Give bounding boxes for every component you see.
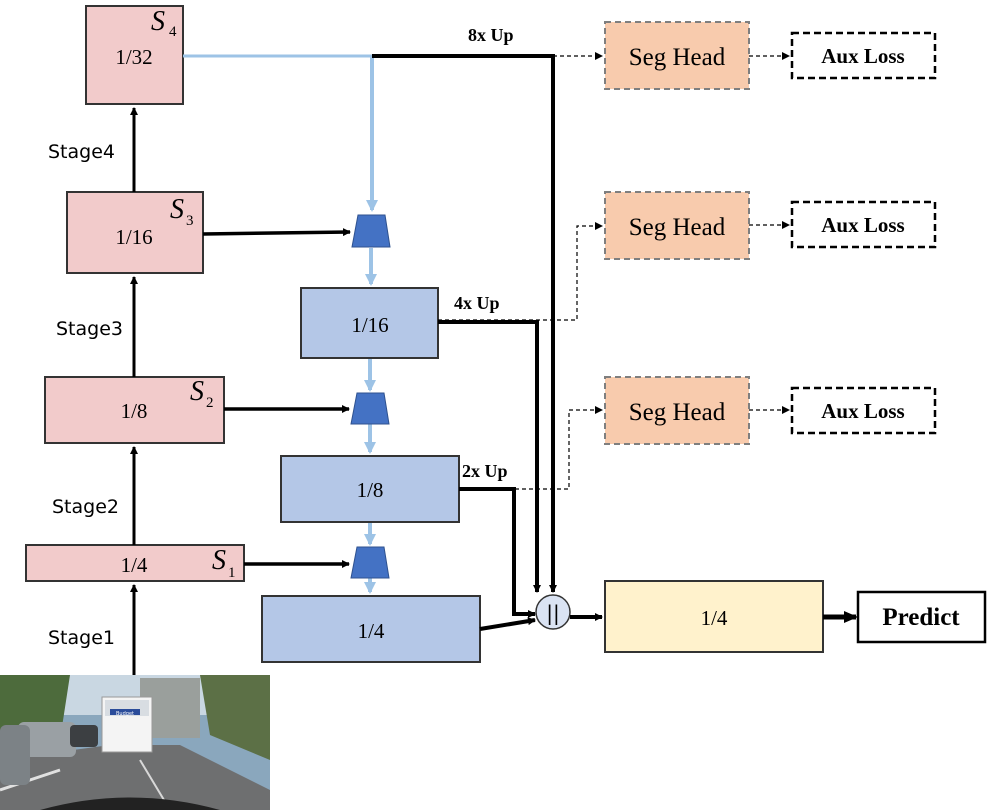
decoder-8-label: 1/8 [357,478,384,502]
up8-label: 8x Up [468,25,514,45]
backbone-s2-box: 1/8 S 2 [44,376,225,444]
input-image: Budget [0,675,270,810]
s2-symbol: S [190,376,204,407]
s4-index: 4 [169,24,177,40]
s4-symbol: S [151,6,165,37]
fuse-trapezoid-2 [350,392,390,425]
seg-head-2: Seg Head [604,191,750,260]
up4-path [438,320,541,593]
decoder-16-box: 1/16 [300,287,439,359]
concat-node: || [535,594,571,630]
predict-label: Predict [882,604,960,631]
stage3-label: Stage3 [56,318,123,340]
s1-ratio: 1/4 [121,553,148,577]
aux-loss-3: Aux Loss [790,386,937,435]
seg-head-3-label: Seg Head [629,399,726,426]
concat-symbol: || [546,601,559,625]
decoder-4-label: 1/4 [358,619,385,643]
lateral-s3-arrow [202,228,351,237]
s1-index: 1 [228,565,236,581]
s3-symbol: S [170,194,184,225]
fused-output-box: 1/4 [604,580,824,653]
topdown-light-path [183,54,378,594]
stage2-label: Stage2 [52,496,119,518]
s3-ratio: 1/16 [115,225,152,249]
seg-head-1-label: Seg Head [629,44,726,71]
backbone-s1-box: 1/4 S 1 [25,544,245,582]
stage4-label: Stage4 [48,141,115,163]
aux-loss-2-label: Aux Loss [821,213,904,237]
aux-loss-1: Aux Loss [790,31,937,80]
backbone-s4-box: 1/32 S 4 [85,5,184,105]
up2-label: 2x Up [462,461,508,481]
s4-ratio: 1/32 [115,45,152,69]
fuse-trapezoid-1 [351,214,391,248]
s2-index: 2 [206,395,214,411]
d4-concat-arrow [479,617,536,631]
up2-path [459,487,536,618]
fused-output-label: 1/4 [701,606,728,630]
aux-link-2 [438,222,603,321]
up4-label: 4x Up [454,293,500,313]
s3-index: 3 [186,213,194,229]
aux-link-3 [459,406,603,490]
stage1-label: Stage1 [48,627,115,649]
decoder-8-box: 1/8 [280,455,460,523]
aux-loss-3-label: Aux Loss [821,399,904,423]
decoder-4-box: 1/4 [261,595,481,663]
decoder-16-label: 1/16 [351,313,388,337]
aux-loss-1-label: Aux Loss [821,44,904,68]
backbone-s3-box: 1/16 S 3 [66,191,204,274]
seg-head-3: Seg Head [604,376,750,445]
seg-head-1: Seg Head [604,21,750,90]
van-text: Budget [116,711,134,717]
aux-loss-2: Aux Loss [790,200,937,249]
fuse-trapezoid-3 [350,546,390,579]
predict-box: Predict [856,590,987,644]
seg-head-2-label: Seg Head [629,214,726,241]
s1-symbol: S [212,545,226,576]
s2-ratio: 1/8 [121,399,148,423]
